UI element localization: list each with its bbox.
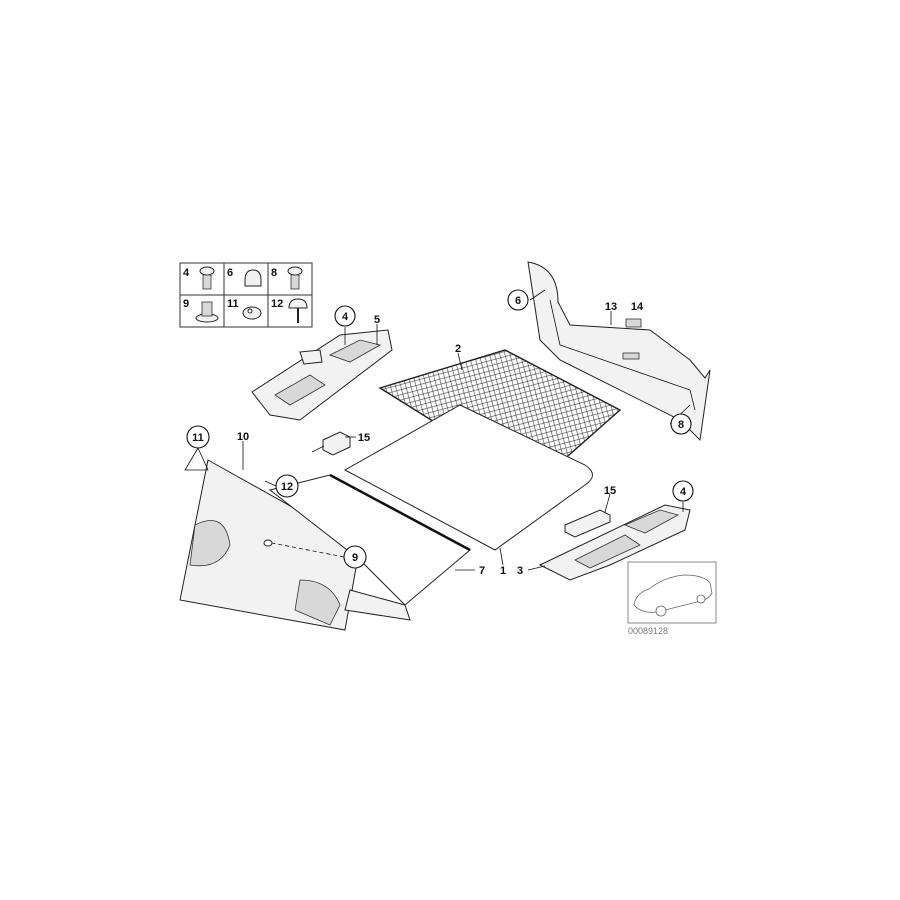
reference-number: 00089128	[628, 626, 668, 636]
clip-nut-icon	[195, 301, 219, 323]
floor-carpet	[343, 404, 593, 551]
grid-label-6: 6	[227, 267, 233, 279]
cover-panel	[268, 473, 471, 621]
push-rivet-icon	[199, 266, 215, 290]
grid-label-8: 8	[271, 267, 277, 279]
svg-text:8: 8	[678, 419, 684, 431]
cap-nut-icon	[244, 269, 262, 287]
callout-5: 5	[374, 314, 380, 326]
callout-9: 9	[343, 545, 367, 569]
storage-tray-right	[538, 504, 691, 581]
callout-7: 7	[479, 565, 485, 577]
svg-text:11: 11	[192, 432, 204, 444]
svg-text:4: 4	[680, 486, 687, 498]
callout-1: 1	[500, 565, 506, 577]
callout-12: 12	[275, 474, 299, 498]
push-rivet-icon	[287, 266, 303, 290]
grid-label-11: 11	[227, 298, 239, 310]
callout-13: 13	[605, 301, 617, 313]
bracket-15-left	[311, 431, 351, 456]
fastener-parts-grid: 4 6 8 9 11 12	[179, 262, 313, 328]
grommet-icon	[242, 306, 262, 320]
svg-text:12: 12	[281, 481, 293, 493]
callout-2: 2	[455, 343, 461, 355]
storage-tray-left	[251, 329, 393, 421]
callout-15-left: 15	[358, 432, 370, 444]
grid-label-4: 4	[183, 267, 190, 279]
callout-14: 14	[631, 301, 644, 313]
callout-6: 6	[507, 289, 529, 311]
side-trim-panel	[179, 459, 361, 631]
trim-clip-14	[625, 318, 642, 328]
callout-11: 11	[186, 425, 210, 449]
callout-4-left: 4	[334, 305, 356, 327]
svg-text:4: 4	[342, 311, 349, 323]
screw-icon	[288, 298, 308, 323]
grid-label-9: 9	[183, 298, 189, 310]
callout-15-right: 15	[604, 485, 616, 497]
grid-label-12: 12	[271, 298, 283, 310]
callout-3: 3	[517, 565, 523, 577]
vehicle-thumbnail: 00089128	[627, 561, 717, 636]
bracket-15-right	[564, 509, 611, 538]
svg-text:9: 9	[352, 552, 358, 564]
svg-text:6: 6	[515, 295, 521, 307]
callout-4-right: 4	[672, 480, 694, 502]
callout-8: 8	[670, 413, 692, 435]
callout-10: 10	[237, 431, 249, 443]
